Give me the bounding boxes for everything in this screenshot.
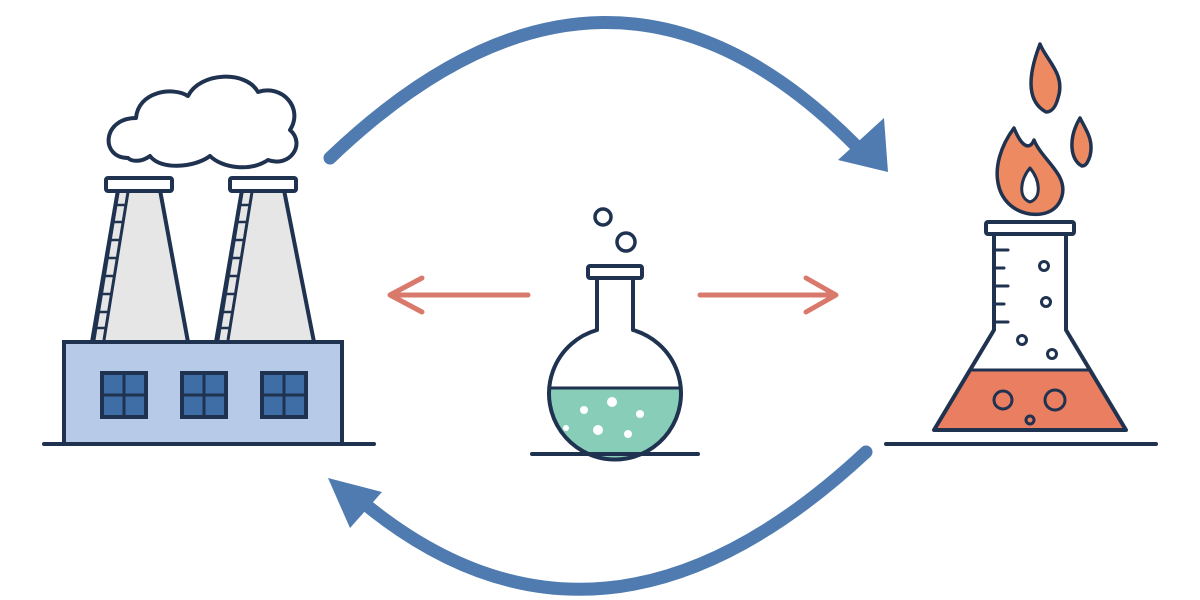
measurement-ticks bbox=[994, 248, 1010, 324]
arrow-to-heated-flask bbox=[697, 275, 839, 315]
cycle-arrow-top-head bbox=[838, 118, 888, 172]
factory-icon bbox=[42, 74, 376, 446]
factory-window bbox=[100, 371, 148, 419]
cycle-arrow-bottom-shaft bbox=[353, 445, 873, 596]
smokestack-left bbox=[90, 176, 190, 344]
cycle-arrow-bottom-head bbox=[328, 478, 382, 528]
smokestack-right bbox=[214, 176, 316, 344]
bubble bbox=[593, 207, 613, 227]
vapor-bubbles bbox=[1016, 260, 1058, 360]
arrow-to-factory bbox=[387, 275, 531, 315]
cycle-arrow-top-shaft bbox=[323, 16, 869, 165]
flame-icon bbox=[995, 42, 1093, 217]
round-bottom-flask-icon bbox=[530, 207, 700, 462]
cycle-arrow-bottom bbox=[328, 445, 873, 596]
cycle-arrow-top bbox=[323, 16, 888, 172]
bubble bbox=[615, 231, 637, 253]
liquid-bubbles bbox=[992, 388, 1067, 426]
erlenmeyer-flask-flame-icon bbox=[884, 42, 1158, 446]
smoke-cloud bbox=[106, 74, 299, 170]
factory-window bbox=[260, 371, 308, 419]
factory-window bbox=[180, 371, 228, 419]
liquid-bubbles bbox=[563, 397, 644, 438]
